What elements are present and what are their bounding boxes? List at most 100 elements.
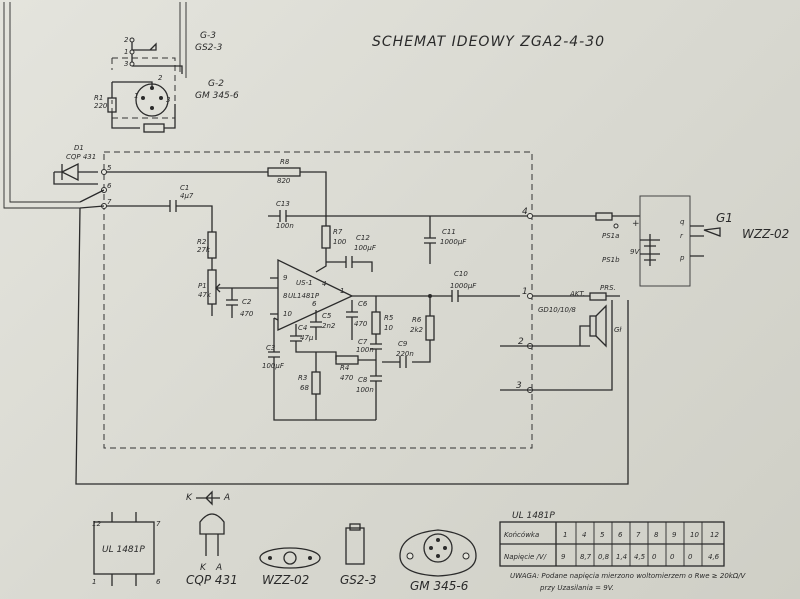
p1-value: 47k [198,291,212,299]
svg-text:q: q [680,218,685,226]
pin-k-top: K [186,493,193,503]
c11-ref: C11 [442,228,456,236]
pcb-boundary [103,151,533,449]
r3-ref: R3 [298,374,307,382]
d1-led: D1 CQP 431 [53,144,98,185]
battery-g1: + 9V q r p G1 WZZ-02 [630,195,789,287]
svg-text:7: 7 [156,520,161,528]
c8-value: 100n [356,386,374,394]
g3-type: GS2-3 [195,43,223,53]
g3-jack: 2 1 3 G-3 GS2-3 [124,31,223,74]
c12-ref: C12 [356,234,370,242]
c3-value: 100μF [262,362,285,370]
r7-value: 100 [333,238,347,246]
prs-label: PRS. [600,284,616,292]
r1-value: 220 [94,102,108,110]
r2-resistor [207,231,217,259]
table-voltage-6: 1,4 [616,553,627,561]
terminal-6: 6 [107,182,112,190]
ps1b-label: PS1b [602,256,620,264]
r2-ref: R2 [197,238,207,246]
footprint-ul1481p: 12 7 1 6 UL 1481P [92,512,161,586]
table-row2-label: Napięcie /V/ [504,553,547,561]
r8-ref: R8 [280,158,290,166]
speaker: GD10/10/8 Gł [538,304,622,348]
footprint-cqp-label: CQP 431 [186,573,238,587]
svg-text:r: r [680,232,684,240]
r1-resistor [107,97,117,113]
pin-a-bottom: A [215,563,222,573]
svg-text:6: 6 [156,578,161,586]
g3-ref: G-3 [200,31,216,41]
c9-ref: C9 [398,340,408,348]
svg-text:12: 12 [92,520,101,528]
c7-ref: C7 [358,338,368,346]
table-pin-6: 6 [618,531,623,539]
r6-value: 2k2 [410,326,424,334]
p1-ref: P1 [198,282,207,290]
c6-ref: C6 [358,300,368,308]
c6-value: 470 [354,320,368,328]
gl-label: Gł [614,326,622,334]
table-pin-9: 9 [672,531,677,539]
table-voltage-8: 0 [652,553,657,561]
terminal-4: 4 [522,207,528,217]
r3-resistor [311,371,321,395]
footprint-cqp431: K A K A CQP 431 [186,490,238,587]
footprint-gs23: GS2-3 [340,523,377,587]
c2-value: 470 [240,310,254,318]
r6-ref: R6 [412,316,422,324]
g2-din-socket: 2 1 3 R1 220 G-2 GM 345-6 [94,74,239,133]
r7-ref: R7 [333,228,343,236]
svg-text:1: 1 [124,48,128,56]
table-pin-5: 5 [600,531,605,539]
r5-resistor [371,311,381,335]
svg-text:p: p [679,254,685,262]
c1-value: 4μ7 [180,192,194,200]
footprint-wzz02: WZZ-02 [259,547,321,587]
c3-ref: C3 [266,344,275,352]
svg-text:+: + [632,219,640,229]
svg-text:3: 3 [124,60,128,68]
r4-ref: R4 [340,364,349,372]
table-pin-12: 12 [710,531,719,539]
g1-ref: G1 [716,211,733,225]
c4-ref: C4 [298,324,307,332]
footprint-gm-label: GM 345-6 [410,579,469,593]
c5-value: 2n2 [322,322,336,330]
c11-value: 1000μF [440,238,467,246]
gd-label: GD10/10/8 [538,306,576,314]
r1-ref: R1 [94,94,103,102]
us1-ref: US-1 [296,279,313,287]
svg-text:1: 1 [134,92,138,100]
c1-ref: C1 [180,184,189,192]
table-voltage-12: 4,6 [708,553,720,561]
pin-a-top: A [223,493,230,503]
r2-value: 27k [197,246,211,254]
footprint-gs-label: GS2-3 [340,573,377,587]
c10-value: 1000μF [450,282,477,290]
r5-ref: R5 [384,314,394,322]
r8-value: 820 [277,177,291,185]
r3-value: 68 [300,384,309,392]
voltage-table: UL 1481P Końcówka Napięcie /V/ 1948,750,… [499,511,725,567]
c10-ref: C10 [454,270,468,278]
table-pin-7: 7 [636,531,641,539]
note-line2: przy Uzasilania = 9V. [539,584,614,592]
c5-ref: C5 [322,312,332,320]
table-pin-8: 8 [654,531,659,539]
c4-value: 47μ [300,334,314,342]
table-row1-label: Końcówka [504,531,539,539]
c13-value: 100n [276,222,294,230]
table-caption: UL 1481P [512,511,555,521]
r4-resistor [335,355,359,365]
note-line1: UWAGA: Podane napięcia mierzono woltomie… [510,572,747,580]
d1-type: CQP 431 [66,153,96,161]
terminal-5: 5 [107,164,112,172]
footprint-wzz-label: WZZ-02 [262,573,309,587]
footprint-ul-label: UL 1481P [102,545,145,555]
table-pin-1: 1 [563,531,567,539]
r8-resistor [267,167,301,177]
ps1-switch: PS1a PS1b AKT. PRS. [569,212,640,301]
